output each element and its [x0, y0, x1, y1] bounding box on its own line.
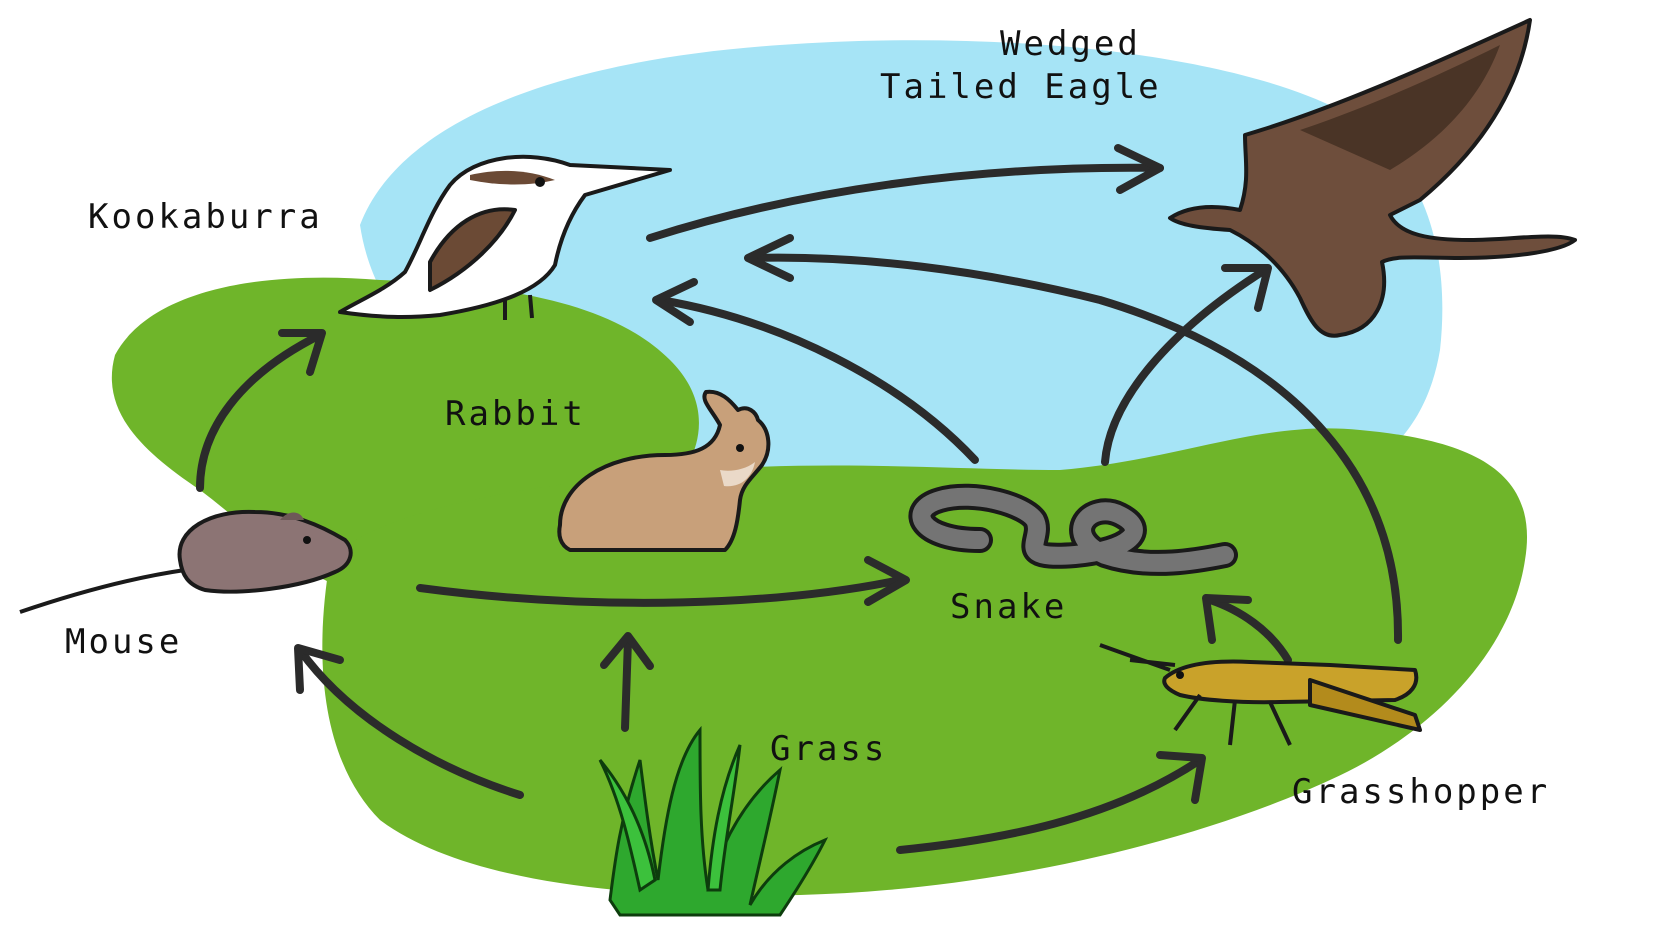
mouse-illustration [20, 512, 351, 612]
label-snake: Snake [950, 587, 1067, 627]
label-kookaburra: Kookaburra [88, 197, 323, 237]
label-grasshopper: Grasshopper [1292, 772, 1550, 812]
arrow-grass-to-rabbit [625, 640, 628, 728]
label-eagle-line1: Wedged [1000, 24, 1141, 64]
label-eagle-line2: Tailed Eagle [880, 67, 1162, 107]
label-rabbit: Rabbit [445, 394, 586, 434]
label-mouse: Mouse [65, 622, 182, 662]
label-grass: Grass [770, 729, 887, 769]
